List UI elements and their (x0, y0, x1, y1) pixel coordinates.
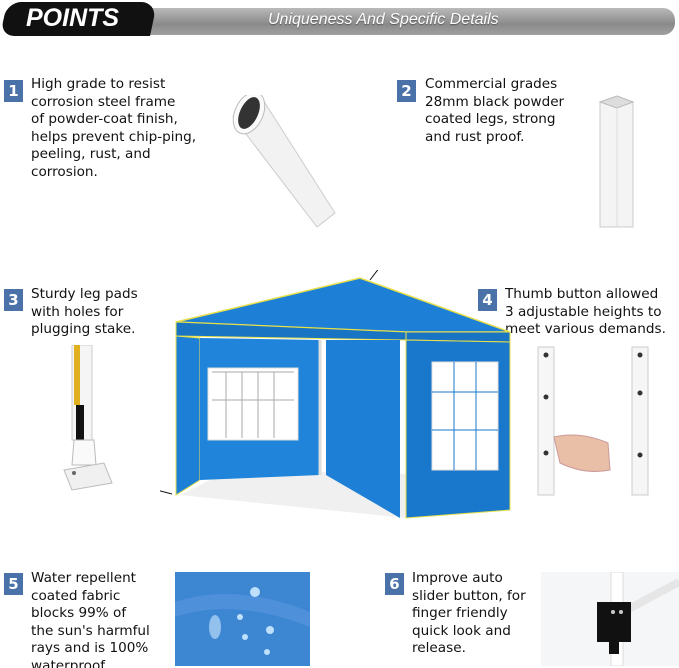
adjustable-leg-image (537, 346, 649, 496)
water-repellent-fabric-image (175, 572, 310, 666)
point-1-text: High grade to resist corrosion steel fra… (31, 76, 197, 180)
point-1-badge: 1 (4, 80, 23, 102)
point-2-text: Commercial grades 28mm black powder coat… (425, 76, 565, 145)
oval-steel-tube-image (232, 95, 336, 228)
square-leg-image (598, 95, 635, 228)
point-4-badge: 4 (478, 289, 497, 311)
point-4-text: Thumb button allowed 3 adjustable height… (505, 286, 666, 337)
point-2-badge: 2 (397, 80, 416, 102)
header-bar (120, 8, 675, 35)
header-title: POINTS (26, 4, 120, 32)
canopy-tent-image (160, 270, 511, 519)
leg-pad-image (63, 345, 113, 491)
point-6-badge: 6 (385, 573, 404, 595)
header-subtitle: Uniqueness And Specific Details (268, 11, 499, 28)
point-5-badge: 5 (4, 573, 23, 595)
point-3-text: Sturdy leg pads with holes for plugging … (31, 286, 138, 337)
point-5-text: Water repellent coated fabric blocks 99%… (31, 570, 150, 668)
slider-button-image (541, 572, 679, 666)
point-6-text: Improve auto slider button, for finger f… (412, 570, 526, 656)
point-3-badge: 3 (4, 289, 23, 311)
